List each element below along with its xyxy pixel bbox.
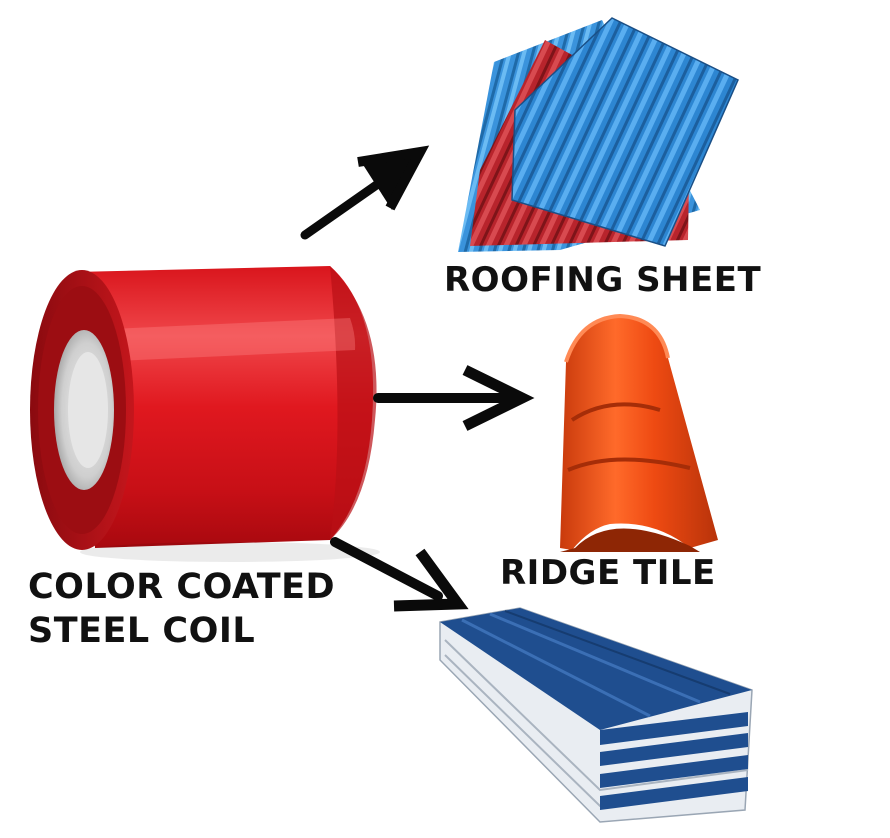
ridge-tile-image — [560, 313, 718, 552]
roofing-sheet-image — [458, 17, 739, 252]
sandwich-panel-image — [439, 607, 753, 823]
arrow-to-sandwich-panel — [330, 537, 469, 612]
arrow-to-ridge-tile — [373, 365, 535, 431]
steel-coil-image — [30, 266, 380, 562]
roofing-sheet-label: ROOFING SHEET — [444, 260, 762, 300]
coil-label-line-2: STEEL COIL — [28, 611, 256, 651]
coil-label-line-1: COLOR COATED — [28, 567, 336, 607]
arrow-to-roofing-sheet — [300, 145, 430, 240]
ridge-tile-label: RIDGE TILE — [500, 553, 716, 593]
